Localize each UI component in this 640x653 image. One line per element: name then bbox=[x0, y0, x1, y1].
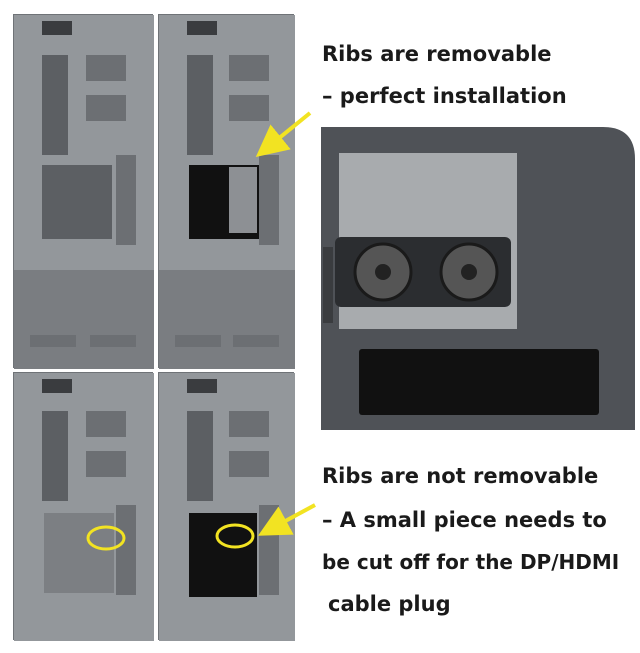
caption-bottom-line1: Ribs are not removable bbox=[322, 464, 599, 488]
mesh-vent-1 bbox=[86, 411, 126, 437]
foot-left bbox=[175, 335, 221, 347]
foot-left bbox=[30, 335, 76, 347]
side-slot bbox=[42, 55, 68, 155]
case-panel-top-left bbox=[13, 14, 154, 369]
fixed-ribs bbox=[44, 513, 114, 593]
mesh-vent-1 bbox=[229, 411, 269, 437]
mesh-vent-1 bbox=[229, 55, 269, 81]
bracket bbox=[323, 247, 333, 323]
case-drawing-top-left bbox=[14, 15, 154, 369]
case-drawing-top-right bbox=[159, 15, 295, 369]
side-slot bbox=[187, 411, 213, 501]
yellow-highlight-circle-icon bbox=[215, 523, 255, 549]
caption-top-line2: – perfect installation bbox=[322, 84, 567, 108]
board-area bbox=[42, 165, 112, 239]
side-slot bbox=[42, 411, 68, 501]
mesh-vent-2 bbox=[86, 451, 126, 477]
top-vent bbox=[42, 21, 72, 35]
graphics-card bbox=[189, 513, 257, 597]
lower-section bbox=[14, 270, 154, 369]
caption-bottom-line3: be cut off for the DP/HDMI bbox=[322, 550, 620, 574]
mesh-vent-2 bbox=[229, 95, 269, 121]
top-vent bbox=[42, 379, 72, 393]
rib-column bbox=[259, 155, 279, 245]
top-vent bbox=[187, 21, 217, 35]
caption-bottom-line4: cable plug bbox=[328, 592, 451, 616]
detail-view bbox=[321, 127, 635, 430]
side-slot bbox=[187, 55, 213, 155]
removable-ribs bbox=[229, 167, 257, 233]
foot-right bbox=[90, 335, 136, 347]
case-panel-bottom-left bbox=[13, 372, 154, 641]
graphics-card-fan-icon bbox=[353, 242, 499, 302]
top-vent bbox=[187, 379, 217, 393]
foot-right bbox=[233, 335, 279, 347]
mesh-vent-1 bbox=[86, 55, 126, 81]
mesh-vent-2 bbox=[86, 95, 126, 121]
rib-column bbox=[259, 505, 279, 595]
rib-column bbox=[116, 155, 136, 245]
yellow-highlight-circle-icon bbox=[86, 525, 126, 551]
case-drawing-bottom-right bbox=[159, 373, 295, 641]
mesh-vent-2 bbox=[229, 451, 269, 477]
case-panel-bottom-right bbox=[158, 372, 295, 641]
caption-bottom-line2: – A small piece needs to bbox=[322, 508, 607, 532]
case-panel-top-right bbox=[158, 14, 295, 369]
lower-section bbox=[159, 270, 295, 369]
rib-column bbox=[116, 505, 136, 595]
case-drawing-bottom-left bbox=[14, 373, 154, 641]
caption-top-line1: Ribs are removable bbox=[322, 42, 552, 66]
psu-cutout bbox=[359, 349, 599, 415]
